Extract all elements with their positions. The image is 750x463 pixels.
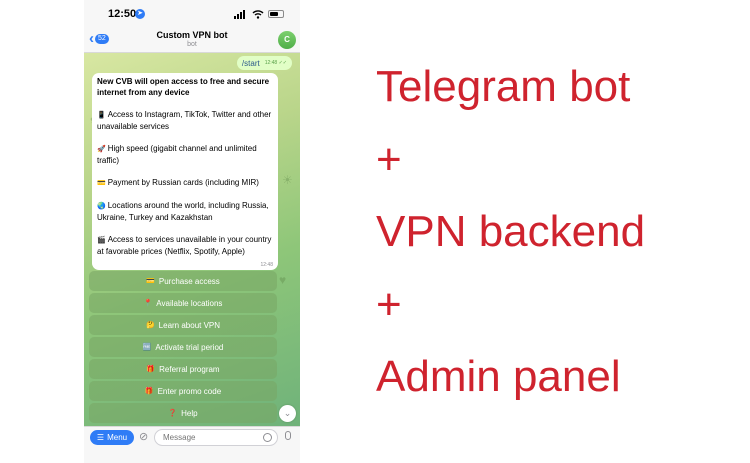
- status-bar: 12:50 ➤: [84, 0, 300, 28]
- doodle-icon: ☀: [282, 173, 293, 187]
- headline-plus-2: +: [376, 280, 402, 329]
- signal-icon: [234, 10, 248, 19]
- chevron-left-icon: ‹: [89, 30, 94, 47]
- help-button[interactable]: ❓Help: [89, 403, 277, 423]
- chat-subtitle: bot: [187, 41, 197, 48]
- message-time: 12:48: [260, 262, 273, 268]
- message-paragraph: 📱Access to Instagram, TikTok, Twitter an…: [97, 110, 272, 131]
- chat-area[interactable]: ✿ ☀ ♥ /start 12:48 ✓✓ New CVB will open …: [84, 53, 300, 426]
- message-title: New CVB will open access to free and sec…: [97, 77, 270, 97]
- headline-plus-1: +: [376, 135, 402, 184]
- incoming-message[interactable]: New CVB will open access to free and sec…: [92, 73, 278, 270]
- activate-trial-button[interactable]: 🆓Activate trial period: [89, 337, 277, 357]
- globe-icon: 🌏: [97, 202, 106, 210]
- rocket-icon: 🚀: [97, 145, 106, 153]
- location-arrow-icon: ➤: [135, 9, 145, 19]
- unread-count-badge: 52: [95, 34, 109, 44]
- message-paragraph: 💳Payment by Russian cards (including MIR…: [97, 178, 259, 187]
- doodle-icon: ♥: [279, 273, 287, 287]
- referral-program-button[interactable]: 🎁Referral program: [89, 359, 277, 379]
- available-locations-button[interactable]: 📍Available locations: [89, 293, 277, 313]
- outgoing-message[interactable]: /start 12:48 ✓✓: [236, 56, 292, 70]
- gift-icon: 🎁: [146, 365, 156, 373]
- battery-icon: [268, 10, 284, 18]
- message-input[interactable]: [154, 429, 278, 446]
- message-paragraph: 🌏Locations around the world, including R…: [97, 201, 269, 222]
- promo-code-button[interactable]: 🎁Enter promo code: [89, 381, 277, 401]
- message-paragraph: 🎬Access to services unavailable in your …: [97, 235, 272, 256]
- purchase-access-button[interactable]: 💳Purchase access: [89, 271, 277, 291]
- question-mark-icon: ❓: [168, 409, 178, 417]
- menu-lines-icon: ☰: [96, 433, 105, 442]
- headline-line-3: Admin panel: [376, 352, 621, 401]
- phone-icon: 📱: [97, 111, 106, 119]
- menu-label: Menu: [107, 433, 128, 442]
- status-time: 12:50: [108, 8, 137, 20]
- clapperboard-icon: 🎬: [97, 236, 106, 244]
- pin-icon: 📍: [143, 299, 153, 307]
- headline-line-2: VPN backend: [376, 207, 646, 256]
- chevron-down-icon: ⌄: [283, 408, 292, 418]
- free-badge-icon: 🆓: [142, 343, 152, 351]
- paperclip-icon[interactable]: ⊘: [139, 431, 149, 443]
- chat-header: ‹ 52 Custom VPN bot bot C: [84, 28, 300, 53]
- chat-title[interactable]: Custom VPN bot: [156, 30, 228, 40]
- thinking-face-icon: 🤔: [145, 321, 155, 329]
- credit-card-icon: 💳: [97, 179, 106, 187]
- scroll-down-button[interactable]: ⌄: [279, 405, 296, 422]
- outgoing-text: /start: [241, 58, 260, 68]
- outgoing-time: 12:48 ✓✓: [264, 60, 287, 66]
- learn-about-vpn-button[interactable]: 🤔Learn about VPN: [89, 315, 277, 335]
- bot-avatar[interactable]: C: [278, 31, 296, 49]
- wifi-icon: [252, 10, 264, 19]
- message-paragraph: 🚀High speed (gigabit channel and unlimit…: [97, 144, 257, 165]
- menu-button[interactable]: ☰ Menu: [90, 430, 134, 445]
- sticker-icon[interactable]: [263, 433, 272, 442]
- back-button[interactable]: ‹ 52: [89, 30, 109, 47]
- input-bar: ☰ Menu ⊘: [84, 426, 300, 463]
- gift-icon: 🎁: [144, 387, 154, 395]
- microphone-icon[interactable]: [285, 431, 291, 440]
- credit-card-icon: 💳: [146, 277, 155, 285]
- phone-screen: 12:50 ➤ ‹ 52 Custom VPN bot bot C ✿ ☀ ♥ …: [84, 0, 300, 463]
- headline-line-1: Telegram bot: [376, 62, 631, 111]
